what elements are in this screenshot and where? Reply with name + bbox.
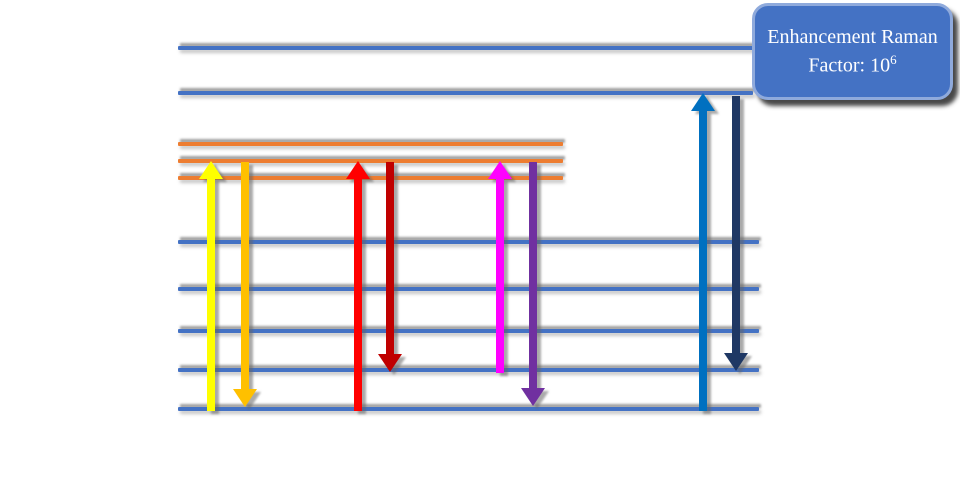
ground-vibrational-level-4 [178, 287, 759, 291]
red-up-arrow-shaft [354, 177, 362, 411]
ground-vibrational-level-1 [178, 407, 759, 411]
ground-vibrational-level-3 [178, 329, 759, 333]
blue-up-arrow-head [691, 93, 715, 111]
purple-down-arrow-head [521, 388, 545, 406]
blue-up-arrow-shaft [699, 109, 707, 411]
red-up-arrow [346, 161, 370, 411]
darkred-down-arrow-head [378, 354, 402, 372]
ground-vibrational-level-2 [178, 368, 759, 372]
navy-down-arrow-head [724, 353, 748, 371]
darkred-down-arrow-shaft [386, 162, 394, 356]
blue-up-arrow [691, 93, 715, 411]
yellow-up-arrow-shaft [207, 177, 215, 411]
callout-line2: Factor: 10 [808, 54, 891, 77]
excited-electronic-level-1 [178, 46, 753, 50]
magenta-up-arrow-shaft [496, 177, 504, 373]
red-up-arrow-head [346, 161, 370, 179]
excited-electronic-level-2 [178, 91, 753, 95]
gold-down-arrow [233, 162, 257, 407]
magenta-up-arrow-head [488, 161, 512, 179]
callout-line1: Enhancement Raman [767, 26, 938, 49]
virtual-level-2 [178, 159, 563, 163]
yellow-up-arrow-head [199, 161, 223, 179]
magenta-up-arrow [488, 161, 512, 373]
callout-exponent: 6 [890, 52, 897, 68]
navy-down-arrow-shaft [732, 96, 740, 355]
enhancement-factor-text: Enhancement Raman Factor: 106 [767, 23, 938, 80]
purple-down-arrow [521, 162, 545, 406]
virtual-level-1 [178, 142, 563, 146]
ground-vibrational-level-5 [178, 240, 759, 244]
virtual-level-3 [178, 176, 563, 180]
gold-down-arrow-shaft [241, 162, 249, 391]
navy-down-arrow [724, 96, 748, 371]
darkred-down-arrow [378, 162, 402, 372]
enhancement-factor-callout: Enhancement Raman Factor: 106 [752, 3, 953, 100]
gold-down-arrow-head [233, 389, 257, 407]
yellow-up-arrow [199, 161, 223, 411]
purple-down-arrow-shaft [529, 162, 537, 390]
